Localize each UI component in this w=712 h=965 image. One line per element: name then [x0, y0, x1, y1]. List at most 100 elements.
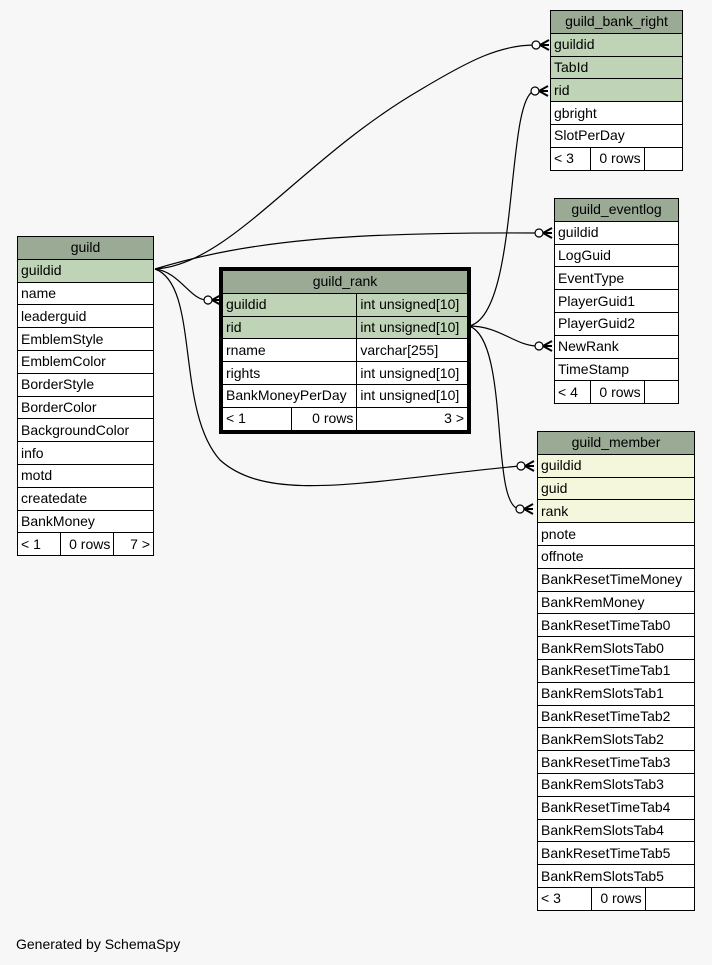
parent-count[interactable]: < 1	[222, 406, 292, 431]
relationship-guild-to-eventlog	[154, 232, 539, 270]
crowfoot-marker	[539, 39, 550, 51]
row-count: 0 rows	[290, 406, 358, 431]
optional-marker	[530, 86, 540, 96]
relationship-guild-to-rank	[154, 268, 208, 301]
column-row: BankResetTimeMoney	[537, 567, 695, 592]
column-row: EmblemColor	[17, 349, 154, 374]
column-name: BankResetTimeTab1	[537, 658, 695, 683]
column-row: BankRemSlotsTab3	[537, 772, 695, 797]
table-title[interactable]: guild_rank	[222, 270, 468, 294]
relationship-rank-to-member	[468, 325, 520, 510]
column-name: guildid	[550, 32, 683, 57]
column-type: int unsigned[10]	[356, 292, 468, 317]
column-name: createdate	[17, 486, 154, 511]
column-name: gbright	[550, 101, 683, 125]
column-name: BankMoneyPerDay	[221, 383, 358, 408]
column-name: EventType	[554, 266, 679, 291]
parent-count[interactable]: < 4	[554, 380, 591, 405]
column-row: EmblemStyle	[17, 327, 154, 351]
column-row: createdate	[17, 486, 154, 511]
column-row: BankRemSlotsTab0	[537, 636, 695, 660]
column-row: guid	[537, 476, 695, 501]
column-row: BankRemMoney	[537, 590, 695, 615]
parent-count[interactable]: < 3	[550, 146, 591, 171]
optional-marker	[515, 504, 525, 514]
column-name: rights	[221, 361, 358, 385]
table-title[interactable]: guild_eventlog	[554, 198, 679, 222]
parent-count[interactable]: < 3	[537, 886, 592, 911]
column-name: guildid	[17, 258, 154, 283]
column-name: BankResetTimeTab5	[537, 841, 695, 866]
column-row: PlayerGuid1	[554, 289, 679, 313]
column-name: leaderguid	[17, 304, 154, 329]
column-row: guildid	[550, 32, 683, 57]
column-row: rid	[550, 78, 683, 103]
column-row: BankRemSlotsTab4	[537, 818, 695, 843]
table-title[interactable]: guild	[17, 236, 154, 260]
column-row: BankMoney	[17, 509, 154, 534]
child-count[interactable]	[643, 146, 684, 171]
child-count[interactable]	[643, 380, 680, 405]
column-row: BackgroundColor	[17, 418, 154, 443]
table-title[interactable]: guild_member	[537, 431, 695, 455]
column-row: guildid	[554, 220, 679, 245]
column-name: BankResetTimeTab2	[537, 704, 695, 729]
column-name: guildid	[554, 220, 679, 245]
column-row: BankResetTimeTab1	[537, 658, 695, 683]
column-row: guildid	[17, 258, 154, 283]
optional-marker	[531, 40, 541, 50]
column-name: BankRemSlotsTab1	[537, 681, 695, 706]
relationship-rank-to-eventlog	[468, 325, 539, 347]
column-name: LogGuid	[554, 243, 679, 268]
column-name: BankRemMoney	[537, 590, 695, 615]
child-count[interactable]: 3 >	[356, 406, 468, 431]
column-name: TabId	[550, 55, 683, 80]
column-name: name	[17, 281, 154, 306]
column-name: BankRemSlotsTab3	[537, 772, 695, 797]
column-name: BankResetTimeTab4	[537, 795, 695, 820]
column-row: PlayerGuid2	[554, 311, 679, 336]
column-row: BankResetTimeTab5	[537, 841, 695, 866]
column-row: TabId	[550, 55, 683, 80]
column-name: motd	[17, 463, 154, 488]
crowfoot-marker	[542, 340, 553, 352]
child-count[interactable]	[644, 886, 696, 911]
row-count: 0 rows	[589, 380, 645, 405]
column-row: BankResetTimeTab3	[537, 750, 695, 774]
column-row: SlotPerDay	[550, 123, 683, 148]
column-row: BorderStyle	[17, 372, 154, 397]
column-type: int unsigned[10]	[356, 315, 468, 340]
column-row: BorderColor	[17, 395, 154, 420]
column-name: SlotPerDay	[550, 123, 683, 148]
column-name: guid	[537, 476, 695, 501]
child-count[interactable]: 7 >	[113, 532, 154, 557]
column-name: EmblemStyle	[17, 327, 154, 351]
column-name: rid	[221, 315, 358, 340]
column-name: BankRemSlotsTab4	[537, 818, 695, 843]
crowfoot-marker	[211, 294, 222, 306]
column-name: BankMoney	[17, 509, 154, 534]
column-name: guildid	[537, 453, 695, 478]
column-name: info	[17, 441, 154, 465]
relationship-guild-to-bank-right	[154, 44, 536, 270]
parent-count[interactable]: < 1	[17, 532, 61, 557]
generated-by-label: Generated by SchemaSpy	[16, 936, 181, 952]
row-count: 0 rows	[590, 886, 646, 911]
column-name: BorderStyle	[17, 372, 154, 397]
column-name: BankResetTimeMoney	[537, 567, 695, 592]
table-title[interactable]: guild_bank_right	[550, 10, 683, 34]
column-row: offnote	[537, 544, 695, 569]
optional-marker	[203, 295, 213, 305]
column-name: offnote	[537, 544, 695, 569]
